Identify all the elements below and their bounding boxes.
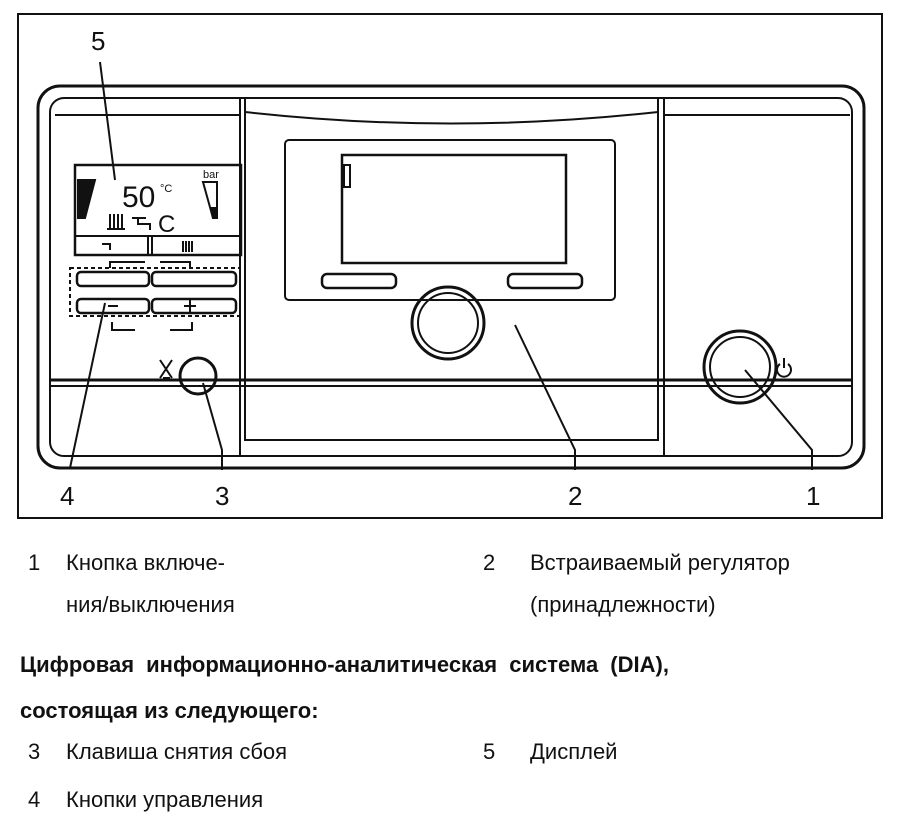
power-button[interactable] [702, 329, 778, 405]
dia-display [73, 163, 243, 257]
callout-1: 1 [806, 481, 820, 511]
legend-num: 2 [483, 550, 496, 575]
legend-label: Кнопка включе- [66, 550, 226, 575]
controller-module [244, 98, 659, 441]
callout-3: 3 [215, 481, 229, 511]
radiator-icon [182, 241, 193, 252]
section-heading: состоящая из следующего: [20, 698, 319, 723]
legend-label: Клавиша снятия сбоя [66, 739, 288, 764]
controller-right-button[interactable] [506, 272, 584, 290]
device-inner-outline [49, 97, 853, 457]
power-icon [776, 358, 792, 378]
minus-button[interactable] [75, 297, 151, 315]
legend-num: 4 [28, 787, 41, 812]
control-buttons-group [69, 267, 241, 317]
legend-label: ния/выключения [66, 592, 235, 617]
boiler-control-panel-diagram: 50 °C bar C 5 4 3 2 1 [17, 13, 883, 519]
controller-left-button[interactable] [320, 272, 398, 290]
legend-num: 5 [483, 739, 496, 764]
callout-4: 4 [60, 481, 74, 511]
svg-text:C: C [158, 211, 175, 238]
controller-screen [340, 153, 568, 265]
svg-text:50: 50 [122, 181, 155, 214]
flame-level-bar [77, 179, 97, 219]
controller-housing [284, 139, 616, 301]
reset-flame-icon [159, 359, 173, 379]
reset-button[interactable] [178, 356, 218, 396]
svg-text:°C: °C [160, 183, 172, 195]
legend-label: Кнопки управления [66, 787, 264, 812]
callout-5: 5 [91, 26, 105, 56]
legend-label: Дисплей [530, 739, 618, 764]
controller-top-curve [244, 111, 659, 125]
section-heading: Цифровая информационно-аналитическая сис… [20, 652, 669, 677]
right-menu-button[interactable] [150, 270, 238, 288]
legend-label: (принадлежности) [530, 592, 716, 617]
left-menu-button[interactable] [75, 270, 151, 288]
figure-frame [17, 13, 883, 519]
tap-icon [102, 243, 111, 250]
device-outline [36, 84, 866, 470]
controller-knob[interactable] [410, 285, 486, 361]
radiator-icon [107, 214, 125, 230]
legend-num: 3 [28, 739, 41, 764]
svg-text:bar: bar [203, 169, 219, 181]
callout-2: 2 [568, 481, 582, 511]
plus-button[interactable] [150, 297, 238, 315]
tap-icon [132, 217, 151, 230]
legend-num: 1 [28, 550, 41, 575]
legend-label: Встраиваемый регулятор [530, 550, 790, 575]
